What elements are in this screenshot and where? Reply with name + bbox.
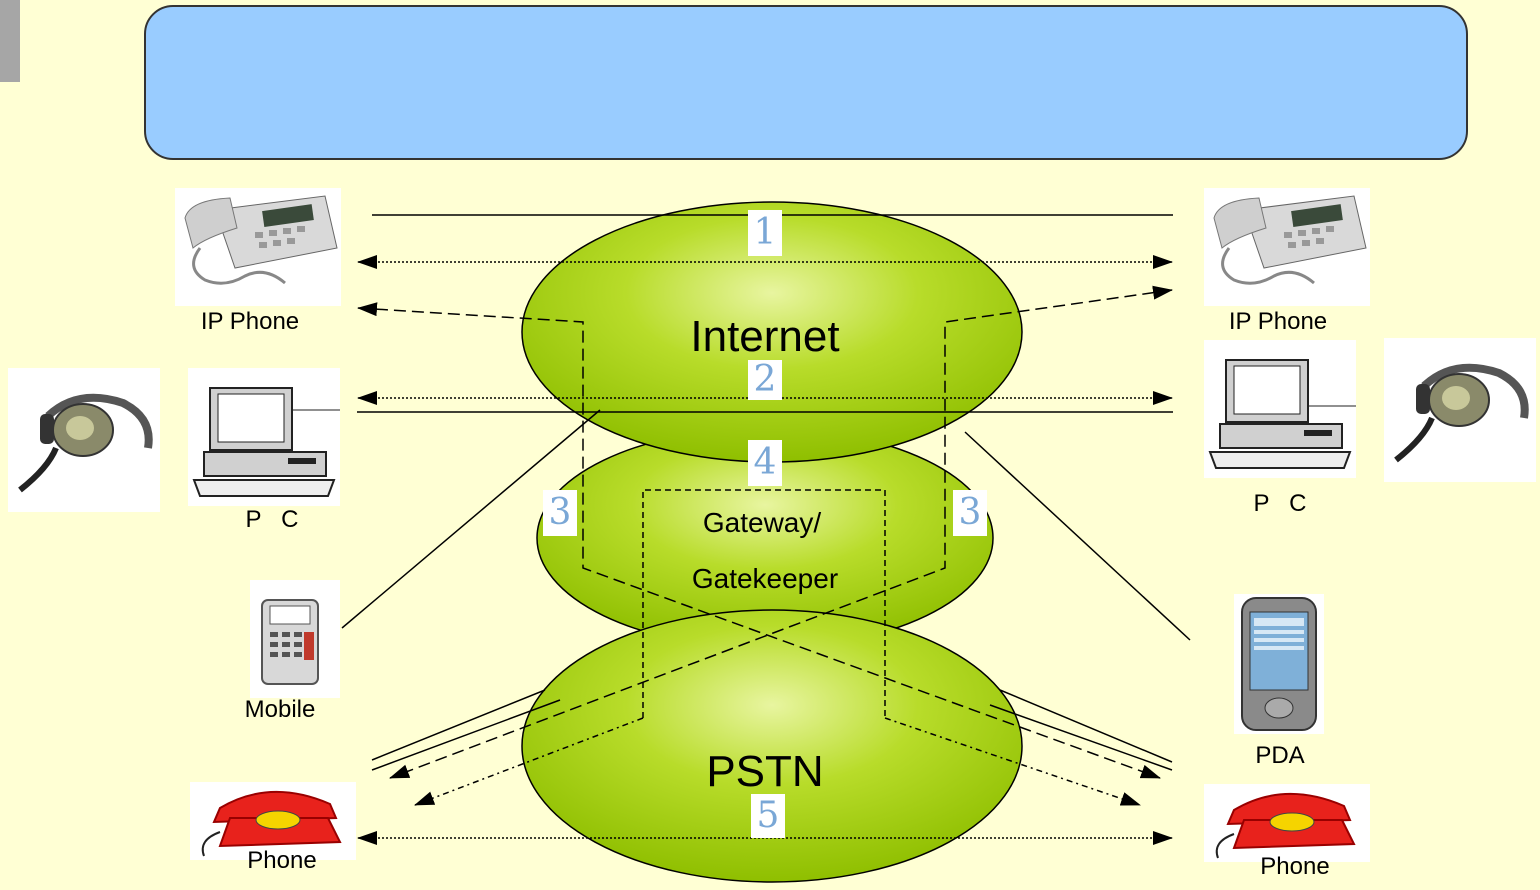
path-number-1: 1 — [748, 210, 782, 256]
mobile-phone-icon — [250, 580, 340, 698]
red-telephone-icon — [1204, 784, 1370, 862]
phone-left-line-2 — [371, 699, 561, 771]
gateway-label-line1: Gateway/ — [702, 507, 822, 538]
internet-label: Internet — [690, 312, 840, 361]
pstn-label: PSTN — [706, 747, 824, 796]
pc-icon — [188, 368, 340, 506]
slide-tab — [0, 0, 20, 82]
phone-right-line-1 — [999, 689, 1173, 763]
red-telephone-icon — [190, 782, 356, 860]
path-number-3-left: 3 — [543, 490, 577, 536]
headset-icon — [8, 368, 160, 512]
pda-label: PDA — [1255, 742, 1305, 769]
path-number-5: 5 — [751, 794, 785, 838]
pc-icon — [1204, 340, 1356, 478]
line-3-right — [389, 285, 1173, 779]
pstn-cloud — [521, 609, 1023, 883]
pda-icon — [1234, 594, 1324, 734]
mobile-label: Mobile — [244, 696, 316, 723]
gateway-label-line2: Gatekeeper — [691, 563, 839, 594]
ip-phone-icon — [175, 188, 341, 306]
path-number-3-right: 3 — [953, 490, 987, 536]
mobile-line — [341, 409, 601, 629]
pc-right-label: P C — [1253, 490, 1307, 517]
ip-phone-icon — [1204, 188, 1370, 306]
phone-left-line-1 — [371, 689, 546, 761]
pc-left-label: P C — [245, 506, 299, 533]
pda-line — [964, 431, 1191, 641]
ip-phone-left-label: IP Phone — [200, 308, 300, 335]
gateway-box-bottom-right — [884, 717, 1141, 806]
phone-right-label: Phone — [1260, 853, 1330, 880]
headset-icon — [1384, 338, 1536, 482]
ip-phone-right-label: IP Phone — [1228, 308, 1328, 335]
title-banner — [144, 5, 1468, 160]
phone-left-label: Phone — [247, 847, 317, 874]
path-number-2: 2 — [748, 360, 782, 400]
phone-right-line-2 — [989, 704, 1173, 771]
path-number-4: 4 — [748, 440, 782, 486]
